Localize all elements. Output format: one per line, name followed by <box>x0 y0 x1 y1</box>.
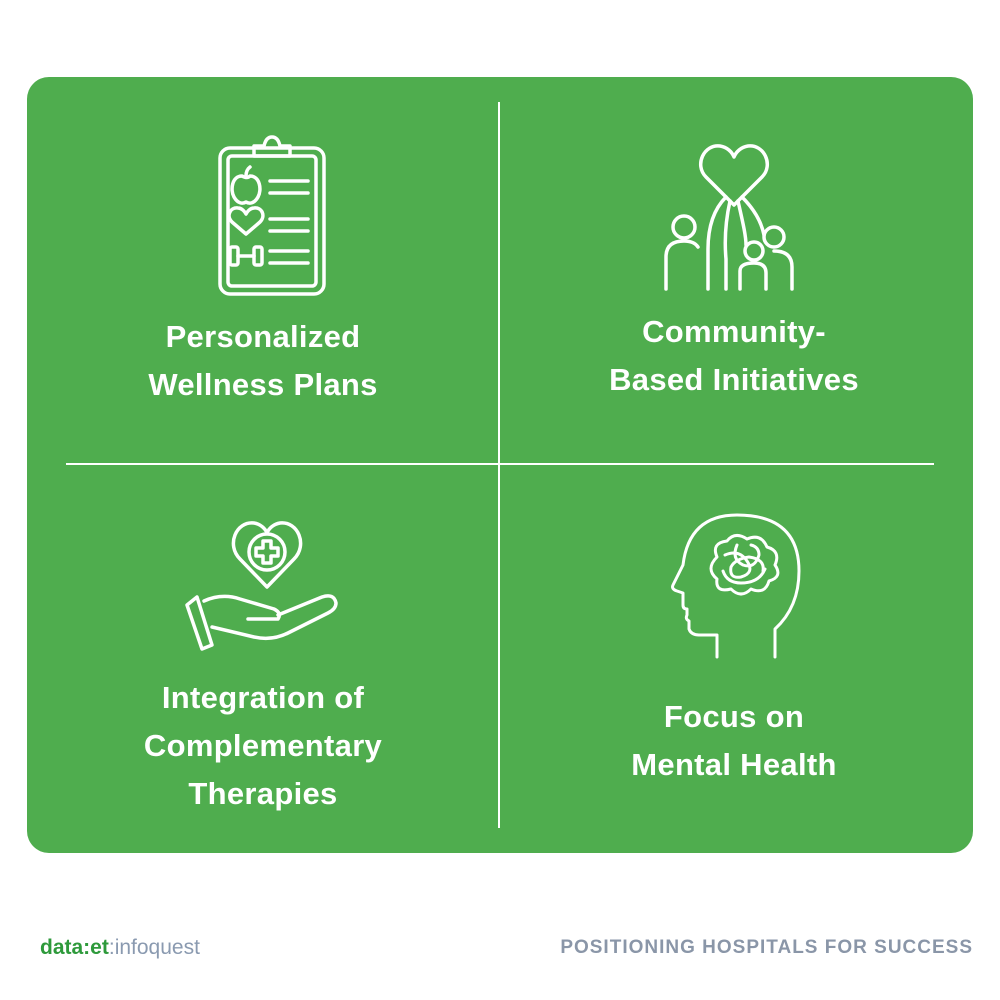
label-integration-of-complementary-therapies: Integration of Complementary Therapies <box>143 680 383 811</box>
infographic-panel: Personalized Wellness Plans Community- B… <box>27 77 973 853</box>
brand-logo: data:et:infoquest <box>40 933 200 963</box>
horizontal-divider <box>66 463 934 465</box>
label-focus-on-mental-health: Focus on Mental Health <box>631 699 837 782</box>
clipboard-wellness-icon <box>218 135 326 296</box>
brand-logo-main: data:et <box>40 936 109 959</box>
footer-tagline: POSITIONING HOSPITALS FOR SUCCESS <box>560 937 973 958</box>
community-heart-icon <box>664 144 794 291</box>
head-brain-icon <box>671 513 801 659</box>
brand-logo-sub: infoquest <box>114 936 200 959</box>
label-community-based-initiatives: Community- Based Initiatives <box>609 314 859 397</box>
hand-heart-icon <box>185 521 338 651</box>
label-personalized-wellness-plans: Personalized Wellness Plans <box>148 319 378 402</box>
brand-logo-separator: : <box>108 936 115 959</box>
vertical-divider <box>498 102 500 828</box>
